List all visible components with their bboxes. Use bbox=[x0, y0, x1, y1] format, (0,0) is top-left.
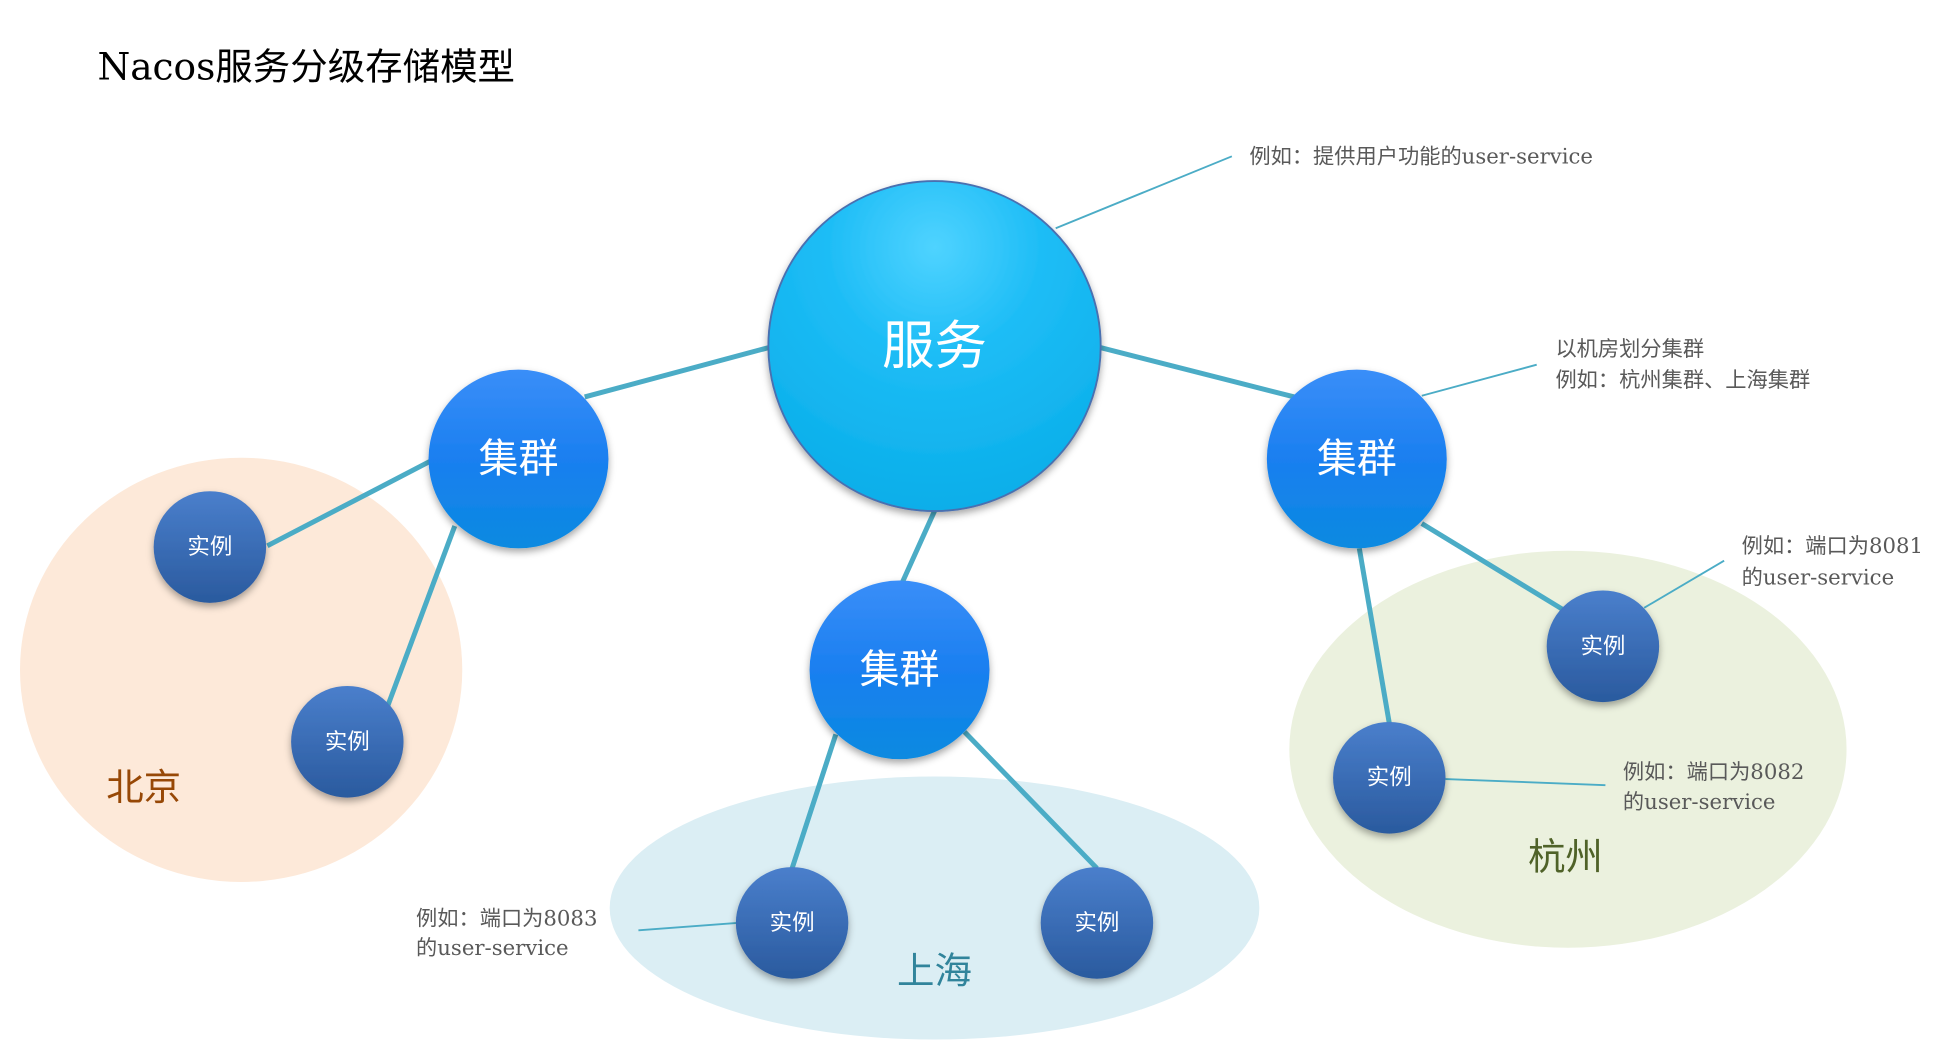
region-label-hangzhou: 杭州 bbox=[1528, 835, 1603, 879]
region-shanghai bbox=[609, 776, 1260, 1040]
annotation-lines bbox=[638, 155, 1725, 932]
instance-annotation-8083-line1: 例如：端口为8083 bbox=[416, 905, 597, 930]
instance-node: 实例 bbox=[1546, 590, 1660, 703]
region-hangzhou bbox=[1289, 550, 1847, 948]
service-annotation: 例如：提供用户功能的user-service bbox=[1249, 144, 1593, 169]
instance-label: 实例 bbox=[1074, 910, 1119, 936]
instance-annotation-8083-line2: 的user-service bbox=[416, 935, 569, 960]
diagram-title: Nacos服务分级存储模型 bbox=[97, 45, 515, 89]
instance-annotation-8081-line1: 例如：端口为8081 bbox=[1742, 533, 1923, 558]
service-label: 服务 bbox=[882, 316, 987, 377]
cluster-label: 集群 bbox=[860, 647, 940, 693]
instance-label: 实例 bbox=[1367, 765, 1412, 791]
cluster-annotation-line2: 例如：杭州集群、上海集群 bbox=[1555, 367, 1810, 392]
cluster-node-shanghai: 集群 bbox=[809, 580, 990, 760]
cluster-label: 集群 bbox=[1317, 436, 1397, 482]
instance-label: 实例 bbox=[1580, 633, 1625, 659]
instance-node: 实例 bbox=[291, 685, 404, 798]
instance-label: 实例 bbox=[187, 534, 232, 560]
instance-node: 实例 bbox=[153, 491, 267, 603]
instance-node: 实例 bbox=[1040, 867, 1154, 979]
instance-annotation-8082-line2: 的user-service bbox=[1623, 789, 1776, 814]
service-node: 服务 bbox=[767, 180, 1102, 513]
cluster-annotation-line1: 以机房划分集群 bbox=[1555, 336, 1704, 361]
cluster-node-beijing: 集群 bbox=[428, 369, 609, 549]
instance-annotation-8081-line2: 的user-service bbox=[1742, 564, 1895, 589]
region-label-beijing: 北京 bbox=[106, 765, 181, 809]
instance-label: 实例 bbox=[325, 729, 370, 755]
connectors bbox=[266, 344, 1566, 871]
instance-node: 实例 bbox=[735, 867, 849, 979]
instance-annotation-8082-line1: 例如：端口为8082 bbox=[1623, 759, 1804, 784]
cluster-node-hangzhou: 集群 bbox=[1266, 369, 1447, 549]
instance-label: 实例 bbox=[770, 910, 815, 936]
instance-node: 实例 bbox=[1333, 721, 1446, 834]
cluster-label: 集群 bbox=[479, 436, 559, 482]
region-label-shanghai: 上海 bbox=[897, 949, 972, 993]
